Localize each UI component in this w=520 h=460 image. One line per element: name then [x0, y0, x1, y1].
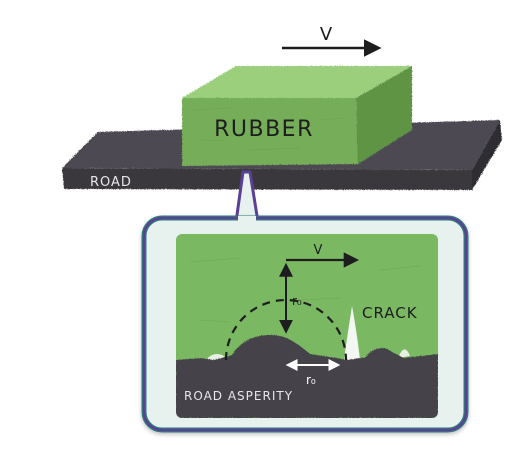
gap-right: [398, 349, 410, 358]
crack-label: CRACK: [362, 304, 418, 322]
radius-label-horizontal: r₀: [306, 373, 316, 387]
road-asperity-shape: [176, 334, 438, 418]
rubber-texture: [189, 107, 346, 151]
road-label: ROAD: [90, 175, 132, 190]
road-asperity-label: ROAD ASPERITY: [184, 389, 293, 403]
rubber-label: RUBBER: [214, 117, 314, 142]
crack-shape: [344, 306, 360, 360]
rubber-block: [182, 66, 412, 166]
inset-rubber-texture: [189, 257, 421, 323]
inset-content: [176, 234, 438, 418]
velocity-label-inset: V: [314, 243, 323, 258]
radius-label-vertical: r₀: [292, 294, 302, 308]
dashed-radius-arc: [224, 298, 348, 361]
callout-connector: [234, 170, 260, 223]
connector-join: [238, 216, 256, 223]
velocity-label-top: V: [320, 24, 333, 45]
